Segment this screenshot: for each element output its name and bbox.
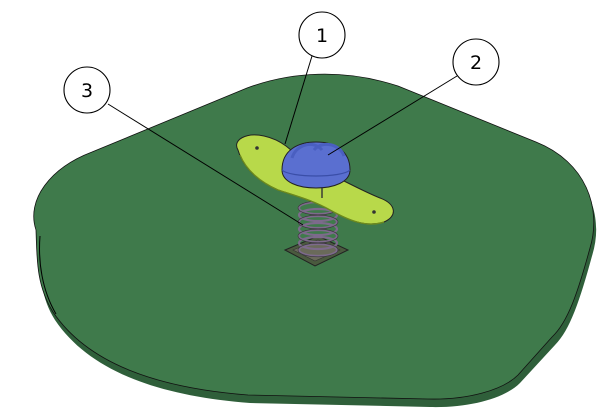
callout-2-label: 2 xyxy=(470,52,482,74)
callout-2: 2 xyxy=(452,38,500,86)
callout-1: 1 xyxy=(298,11,346,59)
callout-3-label: 3 xyxy=(81,80,93,102)
callout-3: 3 xyxy=(63,66,111,114)
leader-line-3 xyxy=(107,103,304,226)
leader-line-1 xyxy=(284,55,313,145)
handle-dome xyxy=(281,141,351,198)
leader-line-2 xyxy=(327,75,458,156)
base-rim-line xyxy=(39,235,57,315)
callout-1-label: 1 xyxy=(316,25,328,47)
